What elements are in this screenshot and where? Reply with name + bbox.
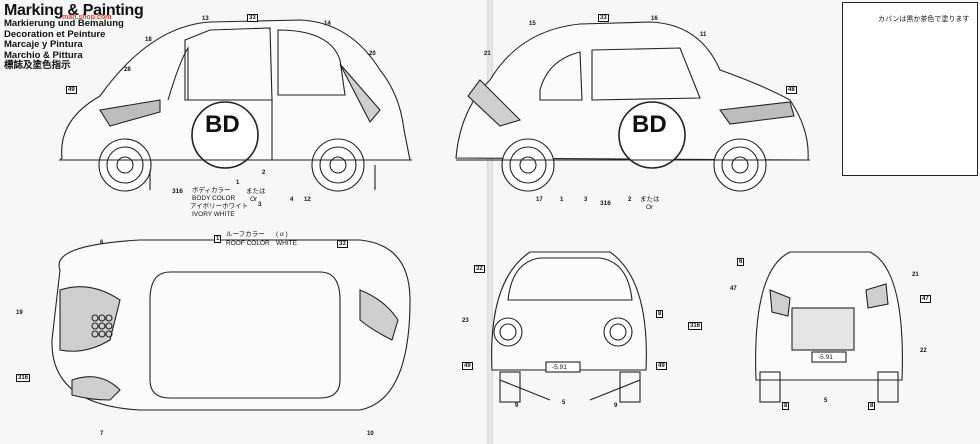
part-5-front: 5 [562,400,566,406]
part-33-right: 33 [598,14,609,22]
part-10: 10 [367,431,374,437]
part-16: 16 [651,16,658,22]
body-color-jp: ボディカラー [192,187,231,194]
part-15: 15 [529,21,536,27]
part-6-rear: 6 [737,258,745,266]
part-9-front-left: 9 [515,403,519,409]
car-front [491,251,647,403]
or-en-left: Or [250,196,258,203]
code-316-right: 316 [600,200,611,207]
bd-marking-left: BD [205,111,240,138]
part-28: 28 [124,67,131,73]
ivory-en: IVORY WHITE [192,211,235,218]
roof-color-white: WHITE [276,240,297,247]
part-2-left: 2 [262,170,266,176]
car-side-left [58,19,412,192]
subtitle-es: Marcaje y Pintura [4,39,83,51]
part-8-front: 8 [656,310,664,318]
part-48: 48 [786,86,797,94]
part-11: 11 [700,32,707,38]
car-top [51,239,411,411]
watermark-url: man.shop.com [62,14,112,21]
part-19: 19 [16,310,23,316]
subtitle-de: Markierung und Bemalung [4,18,124,29]
part-316-front: 316 [688,322,703,330]
part-49-front-left: 49 [462,362,473,370]
part-12: 12 [304,197,311,203]
body-color-code: 316 [172,188,183,195]
part-14: 14 [324,21,331,27]
roof-color-jp: ルーフカラー [226,231,265,238]
roof-color-en: ROOF COLOR [226,240,270,247]
or-jp-left: または [246,188,266,195]
ivory-jp: アイボリーホワイト [190,203,249,210]
part-33-left: 33 [247,14,258,22]
part-3-right: 3 [584,197,588,203]
subtitles: Markierung und Bemalung Decoration et Pe… [4,18,124,72]
subtitle-it: Marchio & Pittura [4,49,83,61]
part-18: 18 [145,37,152,43]
part-49-left: 49 [66,86,77,94]
part-3-left: 3 [258,202,262,208]
subtitle-zh: 標誌及塗色指示 [4,60,71,72]
part-6-top: 6 [100,240,104,246]
part-7: 7 [100,431,104,437]
part-13: 13 [202,16,209,22]
front-plate: -5.91 [552,364,567,371]
part-1-left: 1 [236,180,240,186]
car-side-right [455,21,810,192]
part-47-rear-right: 47 [920,295,931,303]
part-33-top: 33 [337,240,348,248]
part-23: 23 [462,318,469,324]
roof-color-paren: ( α ) [276,231,288,238]
part-8-rear-right: 8 [868,402,876,410]
subtitle-fr: Decoration et Peinture [4,28,106,40]
part-49-front-right: 49 [656,362,667,370]
roof-code: 1 [214,235,222,243]
part-9-front-right: 9 [614,403,618,409]
part-22: 22 [920,348,927,354]
car-rear [755,251,903,403]
part-32: 32 [474,265,485,273]
or-en-right: Or [646,204,654,211]
part-1-right: 1 [560,197,564,203]
body-color-en: BODY COLOR [192,195,236,202]
rear-detail-box [842,2,978,176]
rear-plate: -5.91 [818,354,833,361]
part-47-rear-left: 47 [730,286,737,292]
part-316-top: 316 [16,374,31,382]
part-2-right: 2 [628,197,632,203]
part-21-rear: 21 [912,272,919,278]
page-title: Marking & Painting [4,2,144,19]
book-spine [487,0,493,444]
part-21: 21 [484,51,491,57]
bag-paint-note: カバンは黒か茶色で塗ります [878,16,970,23]
part-4-left: 4 [290,197,294,203]
part-8-rear-left: 8 [782,402,790,410]
part-20: 20 [369,51,376,57]
part-17: 17 [536,197,543,203]
or-jp-right: または [640,196,660,203]
part-5-rear: 5 [824,398,828,404]
bd-marking-right: BD [632,111,667,138]
